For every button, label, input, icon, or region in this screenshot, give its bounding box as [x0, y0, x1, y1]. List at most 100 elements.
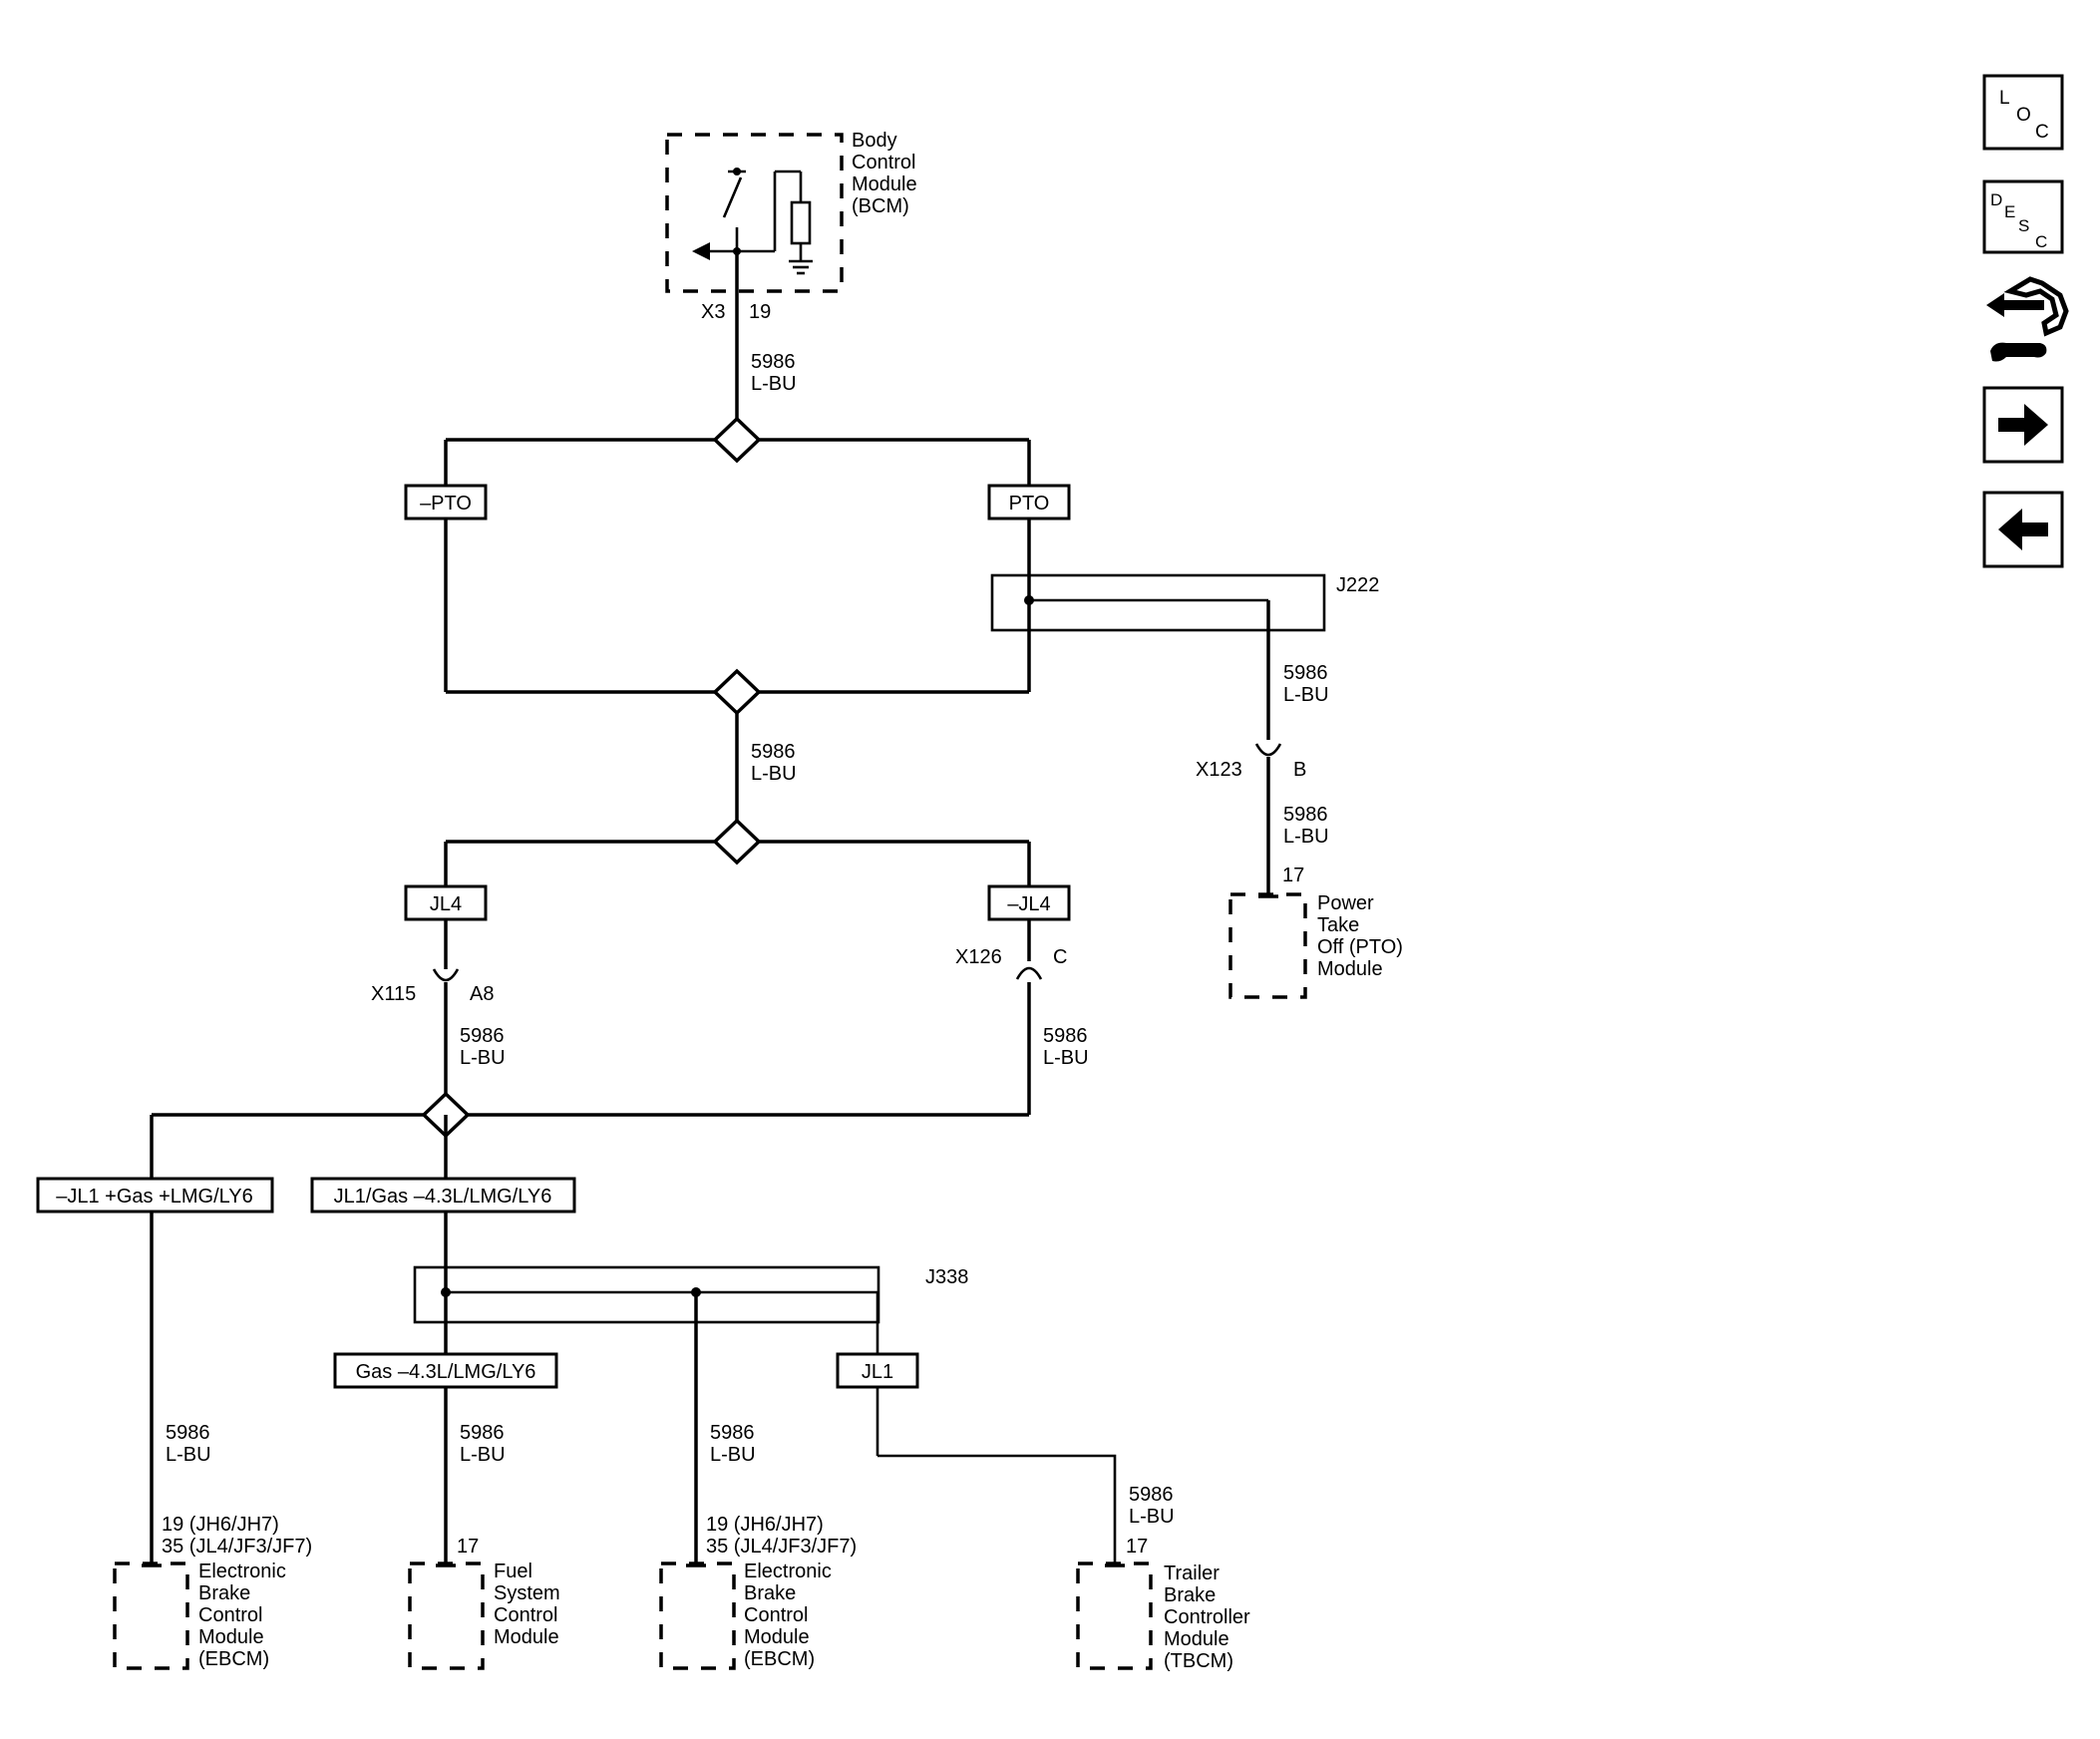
loc-letter-1: L: [1999, 88, 2010, 109]
ebcm-right-label-line-3: Control: [744, 1604, 808, 1626]
fscm-label-line-2: System: [494, 1582, 560, 1604]
arrow-right-button[interactable]: [1982, 386, 2064, 464]
wire-color-label: L-BU: [1283, 684, 1329, 706]
desc-button[interactable]: D E S C: [1982, 179, 2064, 254]
option-no-jl4-label: –JL4: [1007, 893, 1050, 915]
wire-circuit-label: 5986: [751, 351, 796, 373]
splice-pack-j222-label: J222: [1336, 574, 1379, 596]
option-no-pto: –PTO: [404, 484, 488, 521]
wire-color-label: L-BU: [1043, 1047, 1089, 1069]
option-jl1-gas: JL1/Gas –4.3L/LMG/LY6: [310, 1177, 576, 1214]
tbcm-module: Trailer Brake Controller Module (TBCM): [1076, 1562, 1250, 1672]
connector-x123-label: X123: [1196, 759, 1242, 781]
option-pto-label: PTO: [1009, 493, 1050, 515]
option-jl1-gas-label: JL1/Gas –4.3L/LMG/LY6: [334, 1186, 552, 1208]
option-jl4: JL4: [404, 884, 488, 921]
bcm-pin-label: 19: [749, 301, 771, 323]
desc-letter-1: D: [1990, 190, 2002, 209]
connector-x115-label: X115: [371, 983, 416, 1005]
j222-node: [1024, 595, 1034, 605]
option-jl4-label: JL4: [430, 893, 462, 915]
option-gas: Gas –4.3L/LMG/LY6: [333, 1352, 558, 1389]
splice-pack-j338-label: J338: [925, 1266, 968, 1288]
fscm-pin: 17: [457, 1536, 479, 1558]
splice-pack-j222: [990, 573, 1326, 632]
ebcm-left-pin-2: 35 (JL4/JF3/JF7): [162, 1536, 312, 1558]
wire-circuit-label: 5986: [460, 1025, 505, 1047]
splice-jl4: [712, 818, 762, 866]
tbcm-label-line-3: Controller: [1164, 1606, 1250, 1628]
wire-color-label: L-BU: [751, 373, 797, 395]
pto-label-line-1: Power: [1317, 892, 1374, 914]
wire-circuit-label: 5986: [710, 1422, 755, 1444]
connector-x126-label: X126: [955, 946, 1002, 968]
ebcm-right-label-line-2: Brake: [744, 1582, 796, 1604]
wire-color-label: L-BU: [1283, 826, 1329, 848]
ebcm-left-label-line-5: (EBCM): [198, 1648, 269, 1670]
loc-button[interactable]: L O C: [1982, 74, 2064, 151]
tbcm-label-line-1: Trailer: [1164, 1563, 1220, 1584]
desc-letter-2: E: [2004, 202, 2015, 221]
wire-color-label: L-BU: [460, 1047, 506, 1069]
ebcm-right-module: Electronic Brake Control Module (EBCM): [659, 1561, 832, 1670]
bcm-label-line-4: (BCM): [852, 195, 909, 217]
desc-letter-3: S: [2018, 216, 2029, 235]
ebcm-right-pin-1: 19 (JH6/JH7): [706, 1514, 824, 1536]
bcm-switch-icon: [692, 168, 813, 275]
arrow-right-icon: [1998, 404, 2048, 446]
splice-pto-merge: [712, 668, 762, 716]
ebcm-right-label-line-4: Module: [744, 1626, 810, 1648]
pto-label-line-2: Take: [1317, 914, 1359, 936]
pto-module: Power Take Off (PTO) Module: [1228, 892, 1403, 999]
fscm-label-line-4: Module: [494, 1626, 559, 1648]
fscm-label-line-1: Fuel: [494, 1561, 532, 1582]
ebcm-left-label-line-2: Brake: [198, 1582, 250, 1604]
arrow-left-icon: [1998, 509, 2048, 550]
pto-label-line-4: Module: [1317, 958, 1383, 980]
wire-circuit-label: 5986: [1283, 662, 1328, 684]
option-pto: PTO: [987, 484, 1071, 521]
fscm-module: Fuel System Control Module: [408, 1561, 560, 1670]
option-jl1: JL1: [836, 1352, 919, 1389]
connector-x123: [1254, 728, 1282, 896]
tbcm-label-line-5: (TBCM): [1164, 1650, 1233, 1672]
ebcm-right-pin-2: 35 (JL4/JF3/JF7): [706, 1536, 857, 1558]
arrow-left-button[interactable]: [1982, 491, 2064, 568]
splice-pack-j338: [413, 1265, 880, 1324]
connector-tool-icon[interactable]: [1986, 276, 2069, 362]
ebcm-left-label-line-4: Module: [198, 1626, 264, 1648]
option-gas-label: Gas –4.3L/LMG/LY6: [356, 1361, 536, 1383]
connector-x115-pin: A8: [470, 983, 494, 1005]
ebcm-right-label-line-1: Electronic: [744, 1561, 832, 1582]
pto-label-line-3: Off (PTO): [1317, 936, 1403, 958]
option-no-pto-label: –PTO: [420, 493, 472, 515]
desc-letter-4: C: [2035, 232, 2047, 251]
ebcm-left-label-line-3: Control: [198, 1604, 262, 1626]
bcm-connector-label: X3: [701, 301, 725, 323]
option-no-jl4: –JL4: [987, 884, 1071, 921]
wire-circuit-label: 5986: [1043, 1025, 1088, 1047]
connector-x126-pin: C: [1053, 946, 1067, 968]
bcm-label-line-3: Module: [852, 174, 917, 195]
wire-circuit-label: 5986: [1129, 1484, 1174, 1506]
ebcm-right-label-line-5: (EBCM): [744, 1648, 815, 1670]
bcm-module: Body Control Module (BCM): [665, 130, 917, 293]
ebcm-left-module: Electronic Brake Control Module (EBCM): [113, 1561, 286, 1670]
tbcm-label-line-4: Module: [1164, 1628, 1229, 1650]
wire-color-label: L-BU: [710, 1444, 756, 1466]
option-no-jl1-gas: –JL1 +Gas +LMG/LY6: [36, 1177, 274, 1214]
bcm-label-line-2: Control: [852, 152, 915, 174]
wire-color-label: L-BU: [166, 1444, 211, 1466]
wire-circuit-label: 5986: [1283, 804, 1328, 826]
connector-x126: [1015, 966, 1043, 1115]
fscm-label-line-3: Control: [494, 1604, 557, 1626]
wire-circuit-label: 5986: [751, 741, 796, 763]
pto-module-pin: 17: [1282, 865, 1304, 886]
wire-circuit-label: 5986: [166, 1422, 210, 1444]
ebcm-left-pin-1: 19 (JH6/JH7): [162, 1514, 279, 1536]
tbcm-label-line-2: Brake: [1164, 1584, 1216, 1606]
pto-module-outline: [1228, 892, 1307, 999]
wire-color-label: L-BU: [751, 763, 797, 785]
loc-letter-3: C: [2035, 122, 2049, 143]
